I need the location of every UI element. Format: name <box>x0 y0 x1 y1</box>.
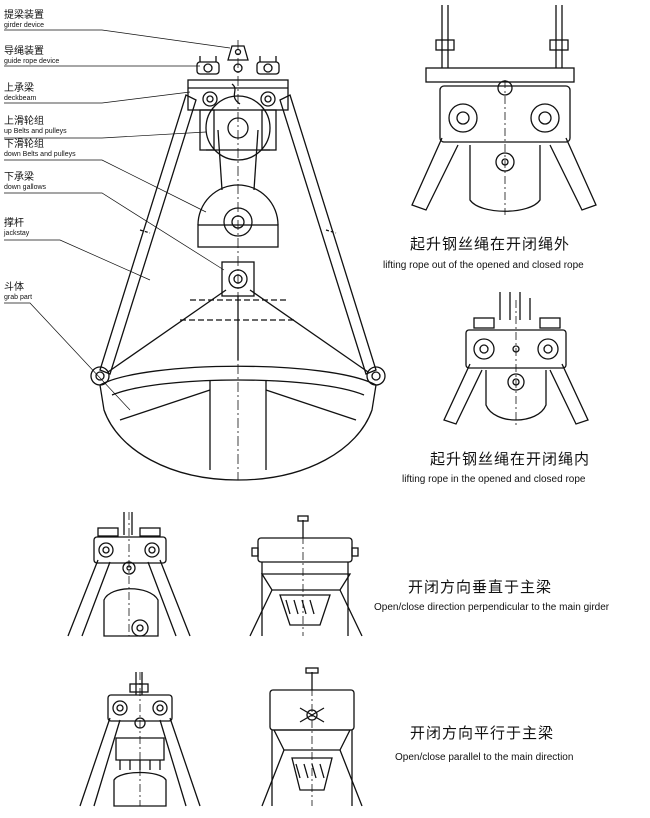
label-girder-device-en: girder device <box>4 22 44 29</box>
caption-rope-outside-en: lifting rope out of the opened and close… <box>383 260 584 271</box>
label-grab-part-en: grab part <box>4 294 32 301</box>
label-grab-part-cn: 斗体 <box>4 281 24 293</box>
part-labels: 提梁装置 girder device 导绳装置 guide rope devic… <box>3 8 76 301</box>
label-jackstay-cn: 撑杆 <box>4 216 24 229</box>
view-parallel-side <box>261 667 363 807</box>
label-girder-device-cn: 提梁装置 <box>4 8 44 21</box>
view-rope-inside <box>443 292 589 425</box>
label-down-pulleys-cn: 下滑轮组 <box>4 137 44 150</box>
caption-rope-outside-cn: 起升钢丝绳在开闭绳外 <box>410 235 570 253</box>
label-down-gallows-cn: 下承梁 <box>4 170 34 183</box>
view-rope-outside <box>411 5 597 215</box>
label-jackstay-en: jackstay <box>3 230 30 237</box>
caption-parallel-cn: 开闭方向平行于主梁 <box>410 724 554 742</box>
caption-perpendicular-en: Open/close direction perpendicular to th… <box>374 602 610 613</box>
caption-perpendicular-cn: 开闭方向垂直于主梁 <box>408 578 552 596</box>
label-up-pulleys-cn: 上滑轮组 <box>4 114 44 127</box>
label-guide-rope-device-cn: 导绳装置 <box>4 44 44 57</box>
view-perpendicular-side <box>249 515 363 637</box>
label-deckbeam-cn: 上承梁 <box>4 81 34 94</box>
caption-rope-inside-en: lifting rope in the opened and closed ro… <box>402 474 586 485</box>
label-down-gallows-en: down gallows <box>4 184 47 191</box>
caption-rope-inside-cn: 起升钢丝绳在开闭绳内 <box>430 450 590 468</box>
label-deckbeam-en: deckbeam <box>4 95 36 102</box>
view-perpendicular-front <box>67 512 191 637</box>
view-parallel-front <box>79 672 201 807</box>
main-grab-drawing <box>90 40 386 481</box>
caption-parallel-en: Open/close parallel to the main directio… <box>395 752 573 763</box>
label-guide-rope-device-en: guide rope device <box>4 58 59 65</box>
label-down-pulleys-en: down Belts and pulleys <box>4 151 76 158</box>
view-captions: 起升钢丝绳在开闭绳外 lifting rope out of the opene… <box>374 235 610 763</box>
leader-lines <box>4 29 231 411</box>
label-up-pulleys-en: up Belts and pulleys <box>4 128 67 135</box>
